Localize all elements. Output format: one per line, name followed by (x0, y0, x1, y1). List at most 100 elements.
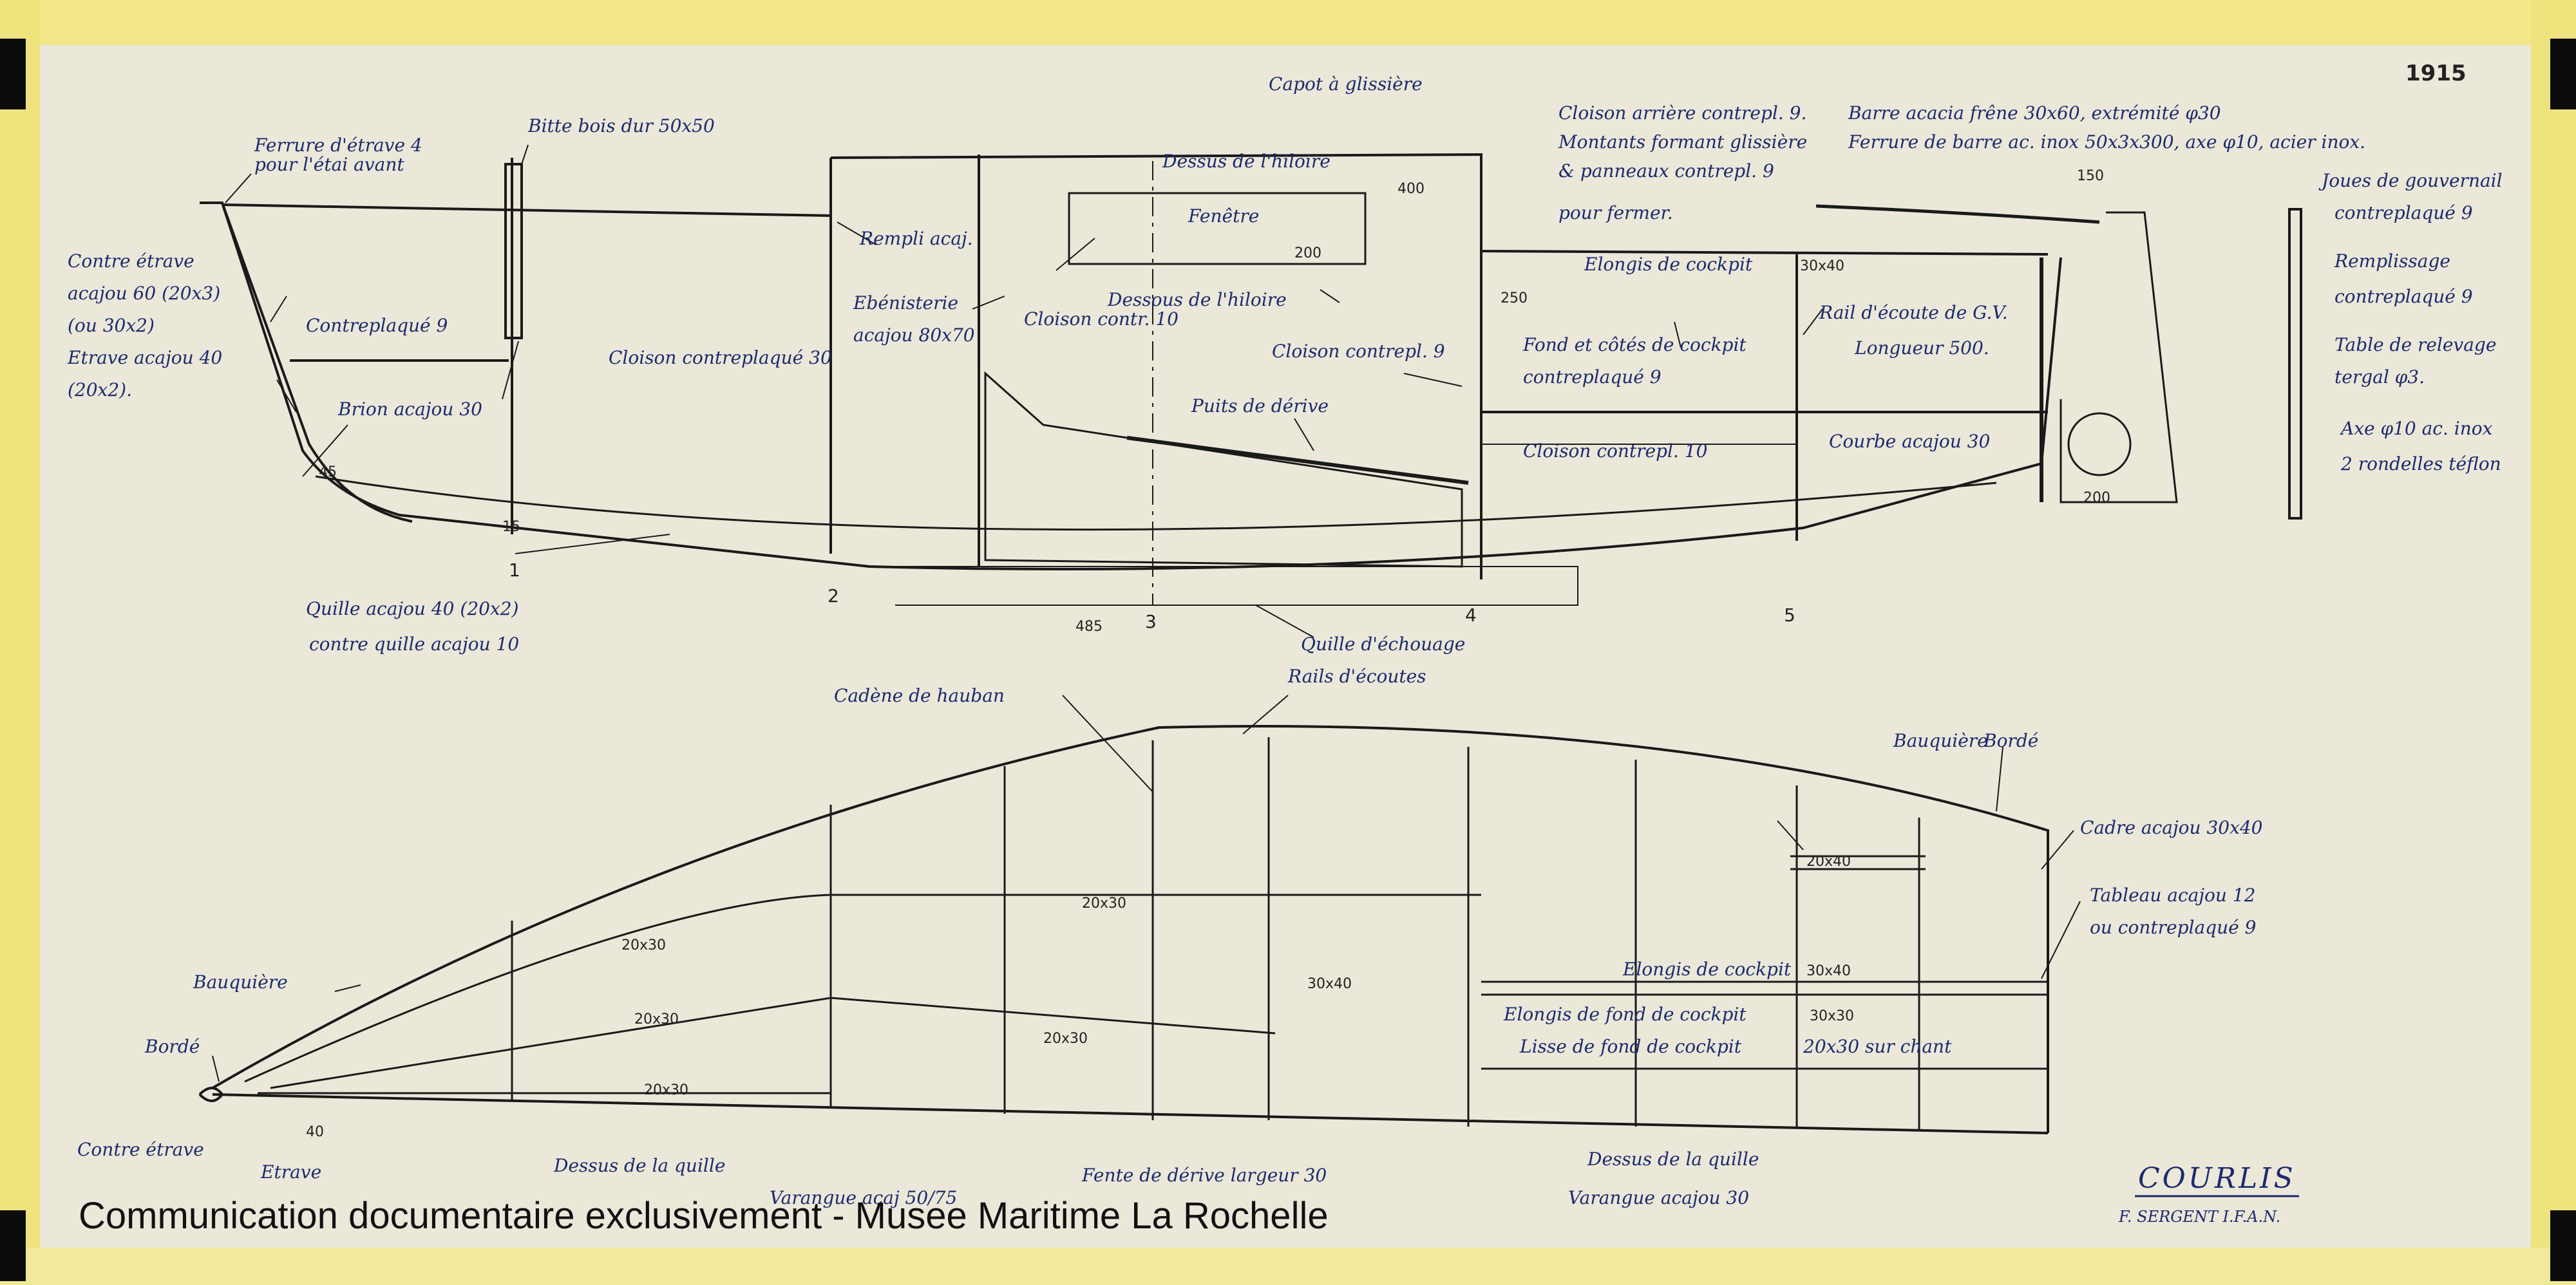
plan-frames (511, 737, 1920, 1130)
label-axe-2: 2 rondelles téflon (2340, 453, 2501, 474)
dim-30x40-cockpit: 30x40 (1800, 258, 1844, 274)
station-1: 1 (509, 559, 520, 581)
label-panneaux: & panneaux contrepl. 9 (1558, 160, 1774, 182)
masking-tape-bottom (0, 1248, 2576, 1285)
label-ebenisterie-2: acajou 80x70 (853, 324, 975, 346)
centreboard-case-top (1126, 436, 1469, 485)
label-borde-plan: Bordé (1983, 730, 2038, 751)
label-sur-chant: 20x30 sur chant (1803, 1036, 1952, 1057)
label-dessous-hiloire: Dessous de l'hiloire (1107, 289, 1287, 310)
label-bitte: Bitte bois dur 50x50 (527, 115, 715, 136)
clip-bottom-right (2550, 1210, 2576, 1281)
dim-40-plan: 40 (306, 1124, 324, 1140)
label-etrave: Etrave acajou 40 (67, 347, 222, 368)
label-remplissage-2: contreplaqué 9 (2334, 286, 2473, 307)
label-ebenisterie: Ebénisterie (853, 292, 958, 314)
label-etrave-plan: Etrave (260, 1161, 321, 1183)
label-elongis-fond: Elongis de fond de cockpit (1503, 1004, 1747, 1025)
dim-150: 150 (2077, 168, 2104, 184)
hull-profile-line (200, 202, 2062, 570)
boat-name: COURLIS (2138, 1162, 2296, 1195)
dim-250: 250 (1501, 290, 1528, 306)
label-contre-etrave-3: (ou 30x2) (68, 315, 155, 336)
label-puits: Puits de dérive (1191, 395, 1329, 417)
label-axe: Axe φ10 ac. inox (2339, 418, 2493, 439)
label-bauquiere-plan: Bauquière (1893, 730, 1988, 751)
label-tableau: Tableau acajou 12 (2090, 885, 2255, 906)
label-ferrure-etrave: Ferrure d'étrave 4 (254, 135, 422, 156)
label-bauquiere: Bauquière (193, 971, 288, 993)
dim-200-rudder: 200 (2083, 490, 2110, 506)
dim-30x40-plan: 30x40 (1806, 963, 1851, 979)
masking-tape-left (0, 0, 40, 1285)
centreboard-trunk (984, 371, 1463, 568)
rudder-pivot (2067, 412, 2132, 476)
bauquiere-line (244, 894, 1481, 1083)
clip-bottom-left (0, 1210, 26, 1281)
tiller (1815, 204, 2100, 224)
label-pour-etai: pour l'étai avant (254, 154, 404, 175)
plan-labels: Cadène de hauban Rails d'écoutes Bauquiè… (77, 666, 2263, 1208)
label-rempli: Rempli acaj. (859, 228, 973, 249)
dim-485: 485 (1075, 619, 1103, 635)
label-elongis-dash: Elongis de cockpit (1622, 959, 1792, 980)
label-courbe: Courbe acajou 30 (1829, 431, 1990, 452)
rudder-section (2288, 208, 2302, 520)
label-cloison-arriere: Cloison arrière contrepl. 9. (1558, 102, 1806, 124)
label-longueur: Longueur 500. (1854, 337, 1989, 359)
label-table: Table de relevage (2334, 334, 2496, 355)
label-joues-2: contreplaqué 9 (2334, 202, 2473, 223)
label-dessus-hiloire: Dessus de l'hiloire (1162, 151, 1331, 172)
bitt-post (504, 163, 523, 339)
label-dessus-quille-2: Dessus de la quille (1587, 1149, 1759, 1170)
profile-view (200, 153, 2302, 606)
label-joues: Joues de gouvernail (2318, 170, 2503, 191)
label-pour-fermer: pour fermer. (1558, 202, 1673, 223)
clip-top-right (2550, 39, 2576, 109)
label-fond-cotes-2: contreplaqué 9 (1523, 366, 1662, 388)
label-cloison-contrepl10: Cloison contrepl. 10 (1523, 440, 1707, 462)
drawing-number: 1915 (2405, 61, 2467, 86)
profile-labels: Ferrure d'étrave 4 pour l'étai avant Bit… (67, 61, 2503, 655)
label-fenetre: Fenêtre (1188, 205, 1259, 227)
masking-tape-right (2531, 0, 2576, 1285)
label-barre: Barre acacia frêne 30x60, extrémité φ30 (1848, 102, 2221, 124)
label-varangue-30: Varangue acajou 30 (1568, 1187, 1749, 1208)
label-borde: Bordé (144, 1036, 200, 1057)
tracing-paper (40, 45, 2531, 1248)
label-varangue-acaj: Varangue acaj 50/75 (770, 1187, 957, 1208)
dim-20x40: 20x40 (1806, 854, 1851, 870)
copyright-watermark: Communication documentaire exclusivement… (79, 1195, 1329, 1237)
label-table-2: tergal φ3. (2334, 366, 2425, 388)
label-etrave-2: (20x2). (68, 379, 132, 400)
label-contre-quille: contre quille acajou 10 (309, 633, 519, 655)
label-cloison-contrepl9: Cloison contrepl. 9 (1272, 341, 1445, 362)
label-cadre: Cadre acajou 30x40 (2080, 817, 2263, 838)
dim-30x30: 30x30 (1810, 1008, 1854, 1024)
label-dessus-quille-1: Dessus de la quille (553, 1155, 725, 1176)
label-elongis-cockpit: Elongis de cockpit (1584, 254, 1753, 275)
station-3: 3 (1145, 611, 1157, 632)
stem-inner-line (221, 202, 413, 523)
label-rail-ecoute-gv: Rail d'écoute de G.V. (1819, 302, 2008, 323)
label-cadene: Cadène de hauban (834, 685, 1005, 706)
keel-line (315, 475, 1997, 531)
masking-tape-top (0, 0, 2576, 45)
label-cloison-contre30: Cloison contreplaqué 30 (609, 347, 832, 368)
plan-view (198, 725, 2049, 1134)
station-2: 2 (828, 585, 839, 606)
label-montants: Montants formant glissière (1558, 131, 1807, 153)
half-breadth-curve (211, 725, 2049, 1133)
title-block: COURLIS F. SERGENT I.F.A.N. (2118, 1162, 2299, 1226)
clip-top-left (0, 39, 26, 109)
leader-lines (212, 144, 2081, 1082)
dim-20x30-e: 20x30 (1043, 1031, 1088, 1047)
stringer-line (270, 997, 1276, 1089)
cabin-top-line (830, 153, 2049, 256)
dim-15: 15 (502, 519, 520, 535)
label-contre-etrave-2: acajou 60 (20x3) (68, 283, 220, 304)
dim-20x30-c: 20x30 (644, 1082, 688, 1098)
label-remplissage: Remplissage (2334, 250, 2450, 272)
